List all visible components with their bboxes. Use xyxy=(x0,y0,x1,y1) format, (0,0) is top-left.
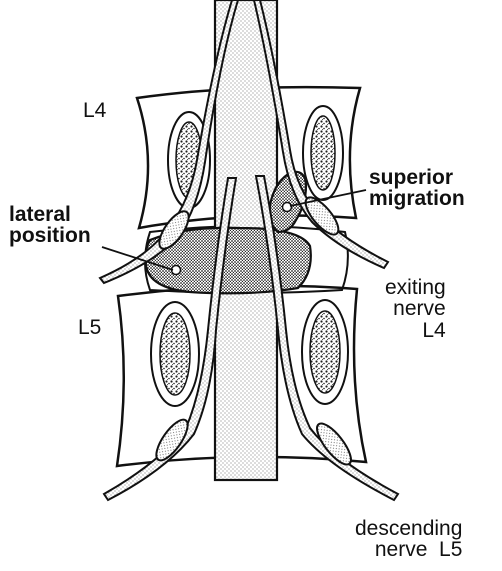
label-descending-nerve: descending nerve L5 xyxy=(355,518,462,561)
label-l4: L4 xyxy=(83,100,106,121)
label-lateral-position: lateral position xyxy=(9,204,91,247)
label-superior-migration: superior migration xyxy=(369,167,465,210)
label-exiting-nerve: exiting nerve L4 xyxy=(385,277,446,341)
label-l5: L5 xyxy=(78,317,101,338)
